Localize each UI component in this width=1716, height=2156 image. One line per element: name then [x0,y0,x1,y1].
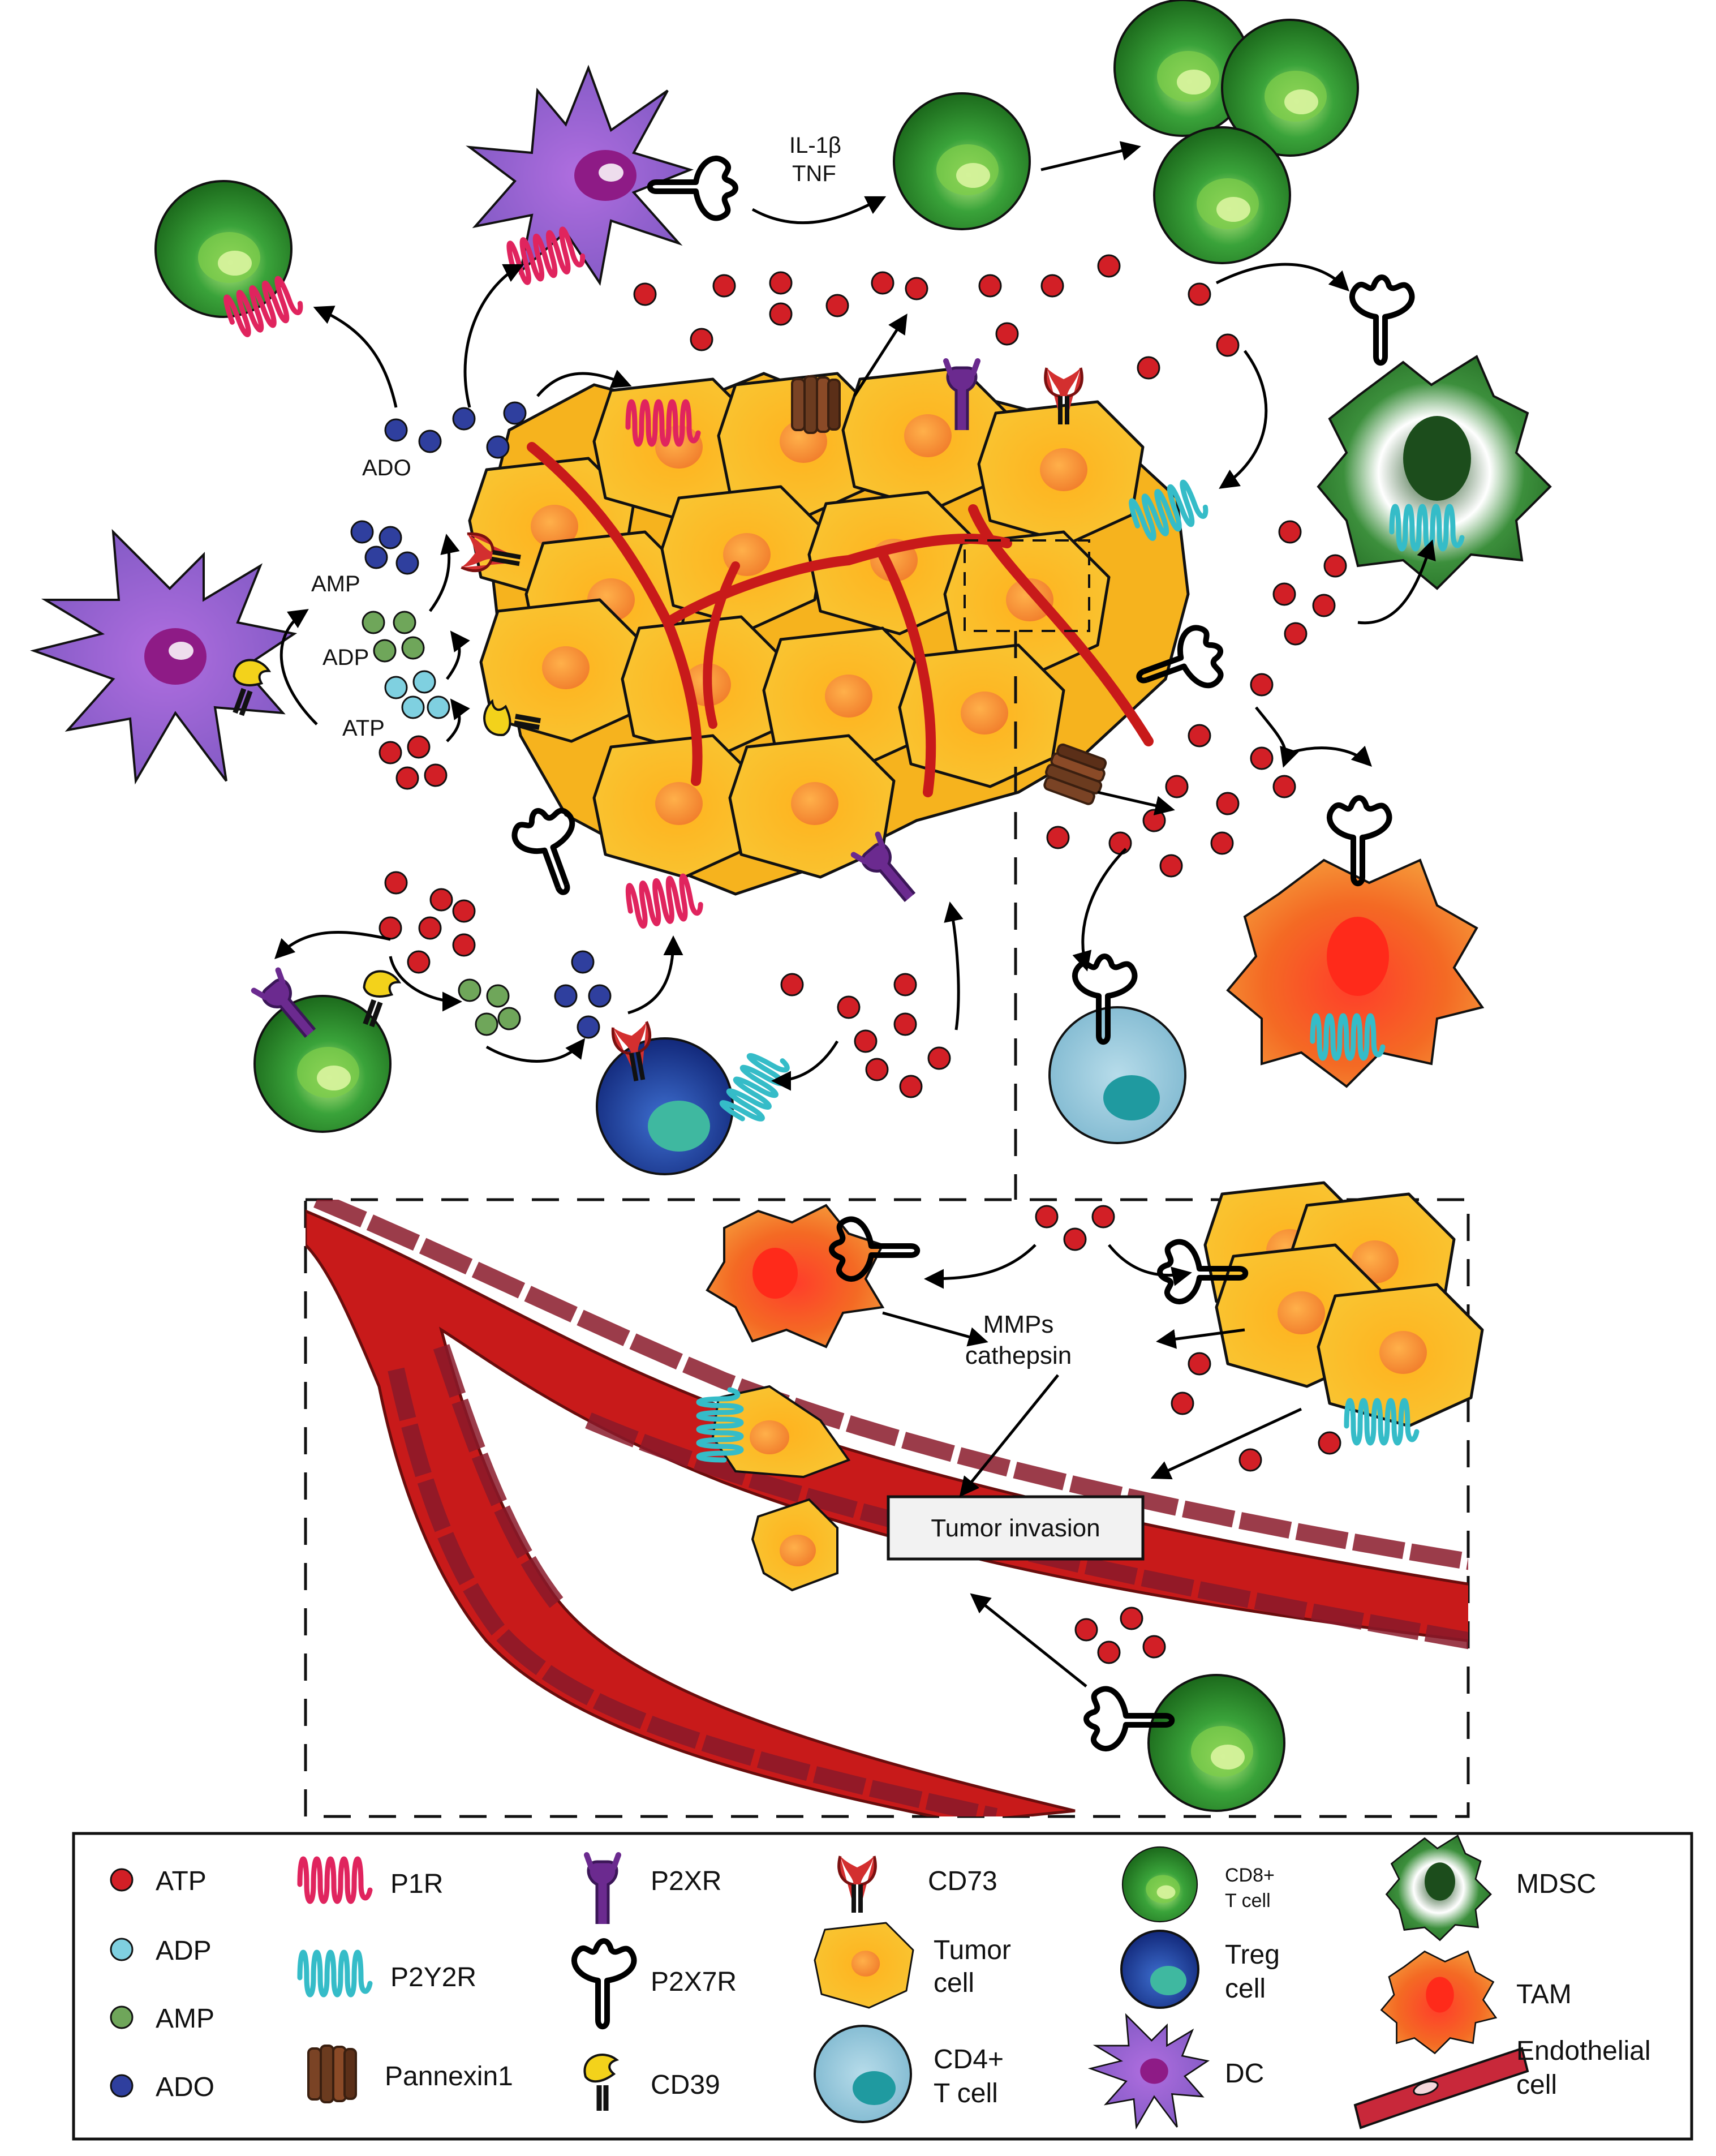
mdsc-icon [1385,1835,1492,1942]
legend-cd73: CD73 [839,1856,997,1913]
legend-p1r: P1R [300,1859,443,1901]
dendritic-cell-left [30,529,298,785]
legend-tumor-cell: Tumor cell [814,1922,1011,2009]
cd8-t-cell-top-right-3 [1153,126,1291,264]
mdsc-cell [1317,277,1552,590]
legend-p2xr: P2XR [587,1855,721,1924]
atp-scatter-bottom-left [379,871,612,1039]
zoom-region-marker [964,539,1090,632]
ado-dot-icon [110,2074,134,2098]
endothelial-cell-icon [1353,2047,1529,2129]
ado-label-top: ADO [362,456,411,480]
svg-text:cell: cell [934,1968,974,1998]
treg-cell-icon [1120,1930,1199,2009]
svg-text:CD4+: CD4+ [934,2045,1004,2075]
svg-text:Endothelial: Endothelial [1516,2036,1651,2066]
svg-text:P1R: P1R [390,1869,443,1899]
legend-treg-cell: Treg cell [1120,1930,1280,2009]
atp-label: ATP [342,716,385,741]
svg-text:P2XR: P2XR [651,1866,721,1896]
legend-dc: DC [1087,2013,1264,2130]
cd8-t-cell-top-left [154,180,304,338]
tam-cell [1226,798,1485,1088]
legend-amp: AMP [110,2004,214,2034]
svg-text:cell: cell [1516,2070,1557,2100]
legend-tam: TAM [1380,1950,1572,2055]
amp-label: AMP [311,572,360,596]
mmps-label: MMPs [983,1311,1054,1338]
cd4-t-cell-icon [814,2025,912,2123]
cd8-t-cell-top-center [893,92,1031,230]
pannexin1-channel-icon [307,2045,357,2103]
dendritic-cell-top [466,65,736,285]
zoom-tumor-cells [1160,1183,1482,1443]
svg-text:CD8+: CD8+ [1225,1865,1275,1886]
adp-label: ADP [322,645,369,670]
svg-text:Pannexin1: Pannexin1 [385,2061,513,2091]
p1r-receptor-tumor-bottom [626,874,703,927]
svg-text:AMP: AMP [156,2004,214,2034]
atp-dot-icon [110,1868,134,1892]
svg-text:cell: cell [1225,1974,1266,2004]
amp-dot-icon [110,2005,134,2029]
legend-adp: ADP [110,1936,212,1966]
cathepsin-label: cathepsin [965,1342,1072,1369]
legend-p2x7r: P2X7R [574,1941,737,2026]
svg-text:ADP: ADP [156,1936,212,1966]
legend-cd39: CD39 [584,2055,720,2111]
svg-text:Tumor: Tumor [934,1935,1011,1965]
legend-cd8-t-cell: CD8+ T cell [1121,1846,1275,1923]
tumor-invasion-box: Tumor invasion [887,1495,1145,1561]
zoom-tam-cell [706,1204,917,1348]
treg-cell [596,1021,792,1175]
il1b-label: IL-1β [789,133,841,158]
legend-p2y2r: P2Y2R [300,1952,476,1995]
tam-icon [1380,1950,1498,2055]
svg-text:TAM: TAM [1516,1979,1572,2009]
tumor-blood-vessels [527,442,1154,797]
legend-atp: ATP [110,1866,207,1896]
tnf-label: TNF [792,161,836,186]
svg-text:P2Y2R: P2Y2R [390,1962,476,1992]
svg-text:ADO: ADO [156,2072,214,2102]
tumor-invasion-label: Tumor invasion [931,1514,1100,1542]
zoom-cd8-t-cell [1086,1674,1285,1812]
atp-scatter-bottom [780,973,951,1098]
svg-text:ATP: ATP [156,1866,207,1896]
cd8-t-cell-bottom-left [254,967,401,1133]
legend-cd4-t-cell: CD4+ T cell [814,2025,1004,2123]
atp-scatter-top [633,254,1240,380]
legend-ado: ADO [110,2072,214,2102]
svg-text:T cell: T cell [934,2078,998,2108]
legend-endothelial-cell: Endothelial cell [1353,2036,1651,2129]
legend-mdsc: MDSC [1385,1835,1596,1942]
adp-dot-icon [110,1938,134,1961]
arrows-zoom [882,1244,1302,1687]
cd8-t-cell-icon [1121,1846,1198,1923]
svg-text:CD73: CD73 [928,1866,997,1896]
svg-text:MDSC: MDSC [1516,1869,1596,1899]
legend-pannexin1: Pannexin1 [307,2045,513,2103]
arrows-top [274,141,1436,1091]
svg-text:T cell: T cell [1225,1890,1271,1912]
zoom-panel-border [304,1198,1470,1818]
cd4-t-cell [1048,956,1186,1144]
svg-text:P2X7R: P2X7R [651,1967,737,1997]
tumor-cell-icon [814,1922,914,2009]
svg-text:Treg: Treg [1225,1940,1280,1970]
zoom-migrating-tumor-cells [699,1385,851,1592]
pannexin1-channel-top [791,375,841,434]
dendritic-cell-icon [1087,2013,1210,2130]
svg-text:CD39: CD39 [651,2070,720,2100]
svg-text:DC: DC [1225,2059,1264,2089]
